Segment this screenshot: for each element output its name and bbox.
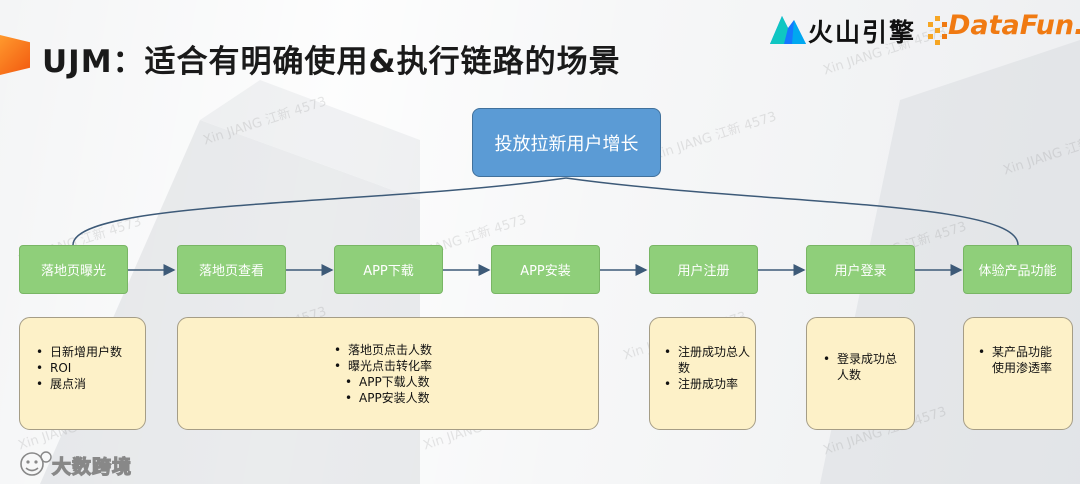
metric-box-feature: 某产品功能使用渗透率 <box>963 317 1073 430</box>
metric-item: 落地页点击人数 <box>334 342 484 358</box>
title-accent-bar <box>0 35 30 75</box>
metric-item: 曝光点击转化率 <box>334 358 484 374</box>
metric-item: 登录成功总人数 <box>823 351 901 383</box>
metric-box-exposure: 日新增用户数 ROI 展点消 <box>19 317 146 430</box>
footer-brand-icon <box>20 451 52 476</box>
watermark: Xin JIANG 江新 4573 <box>201 94 329 149</box>
step-landing-exposure: 落地页曝光 <box>19 245 128 294</box>
watermark: Xin JIANG 江新 4573 <box>651 109 779 164</box>
metric-item: APP下载人数 <box>345 374 485 390</box>
metric-box-landing: 落地页点击人数 曝光点击转化率 APP下载人数 APP安装人数 <box>177 317 599 430</box>
step-app-install: APP安装 <box>491 245 600 294</box>
datafun-logo <box>928 16 947 45</box>
datafun-logo-text: DataFun. <box>948 10 1080 41</box>
branch-curve-right <box>565 177 1019 246</box>
metric-box-register: 注册成功总人数 注册成功率 <box>649 317 756 430</box>
volcano-engine-logo <box>770 16 806 44</box>
metric-item: ROI <box>36 360 124 376</box>
page-title: UJM：适合有明确使用&执行链路的场景 <box>42 44 621 80</box>
metric-item: 日新增用户数 <box>36 344 124 360</box>
volcano-engine-logo-text: 火山引擎 <box>808 18 917 47</box>
step-user-register: 用户注册 <box>649 245 758 294</box>
step-app-download: APP下载 <box>334 245 443 294</box>
metric-item: APP安装人数 <box>345 390 485 406</box>
metric-item: 某产品功能使用渗透率 <box>978 344 1062 376</box>
metric-item: 注册成功总人数 <box>664 344 750 376</box>
metric-box-login: 登录成功总人数 <box>806 317 915 430</box>
watermark: Xin JIANG 江新 4573 <box>1001 124 1080 179</box>
metric-item: 注册成功率 <box>664 376 750 392</box>
top-node-user-growth: 投放拉新用户增长 <box>472 108 661 177</box>
step-landing-view: 落地页查看 <box>177 245 286 294</box>
metric-item: 展点消 <box>36 376 124 392</box>
branch-curve-left <box>72 177 567 246</box>
step-user-login: 用户登录 <box>806 245 915 294</box>
footer-brand: 大数跨境 <box>51 455 133 478</box>
step-try-feature: 体验产品功能 <box>963 245 1072 294</box>
